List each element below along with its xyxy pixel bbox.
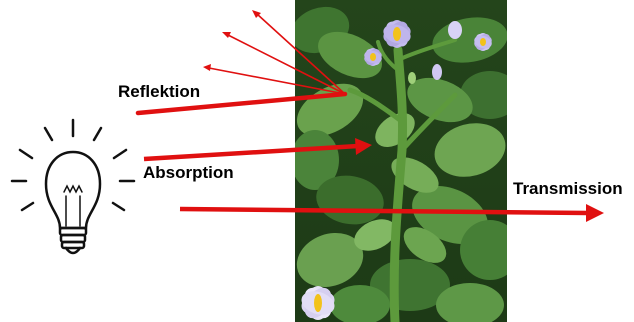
- bulb-base: [60, 228, 86, 253]
- light-rays: [12, 120, 134, 210]
- transmission-label: Transmission: [513, 179, 623, 199]
- plant-photo: [284, 0, 520, 322]
- absorption-label: Absorption: [143, 163, 234, 183]
- reflection-label: Reflektion: [118, 82, 200, 102]
- light-bulb-icon: [12, 120, 134, 253]
- bulb-filament: [64, 186, 82, 226]
- bulb-glass: [46, 152, 100, 228]
